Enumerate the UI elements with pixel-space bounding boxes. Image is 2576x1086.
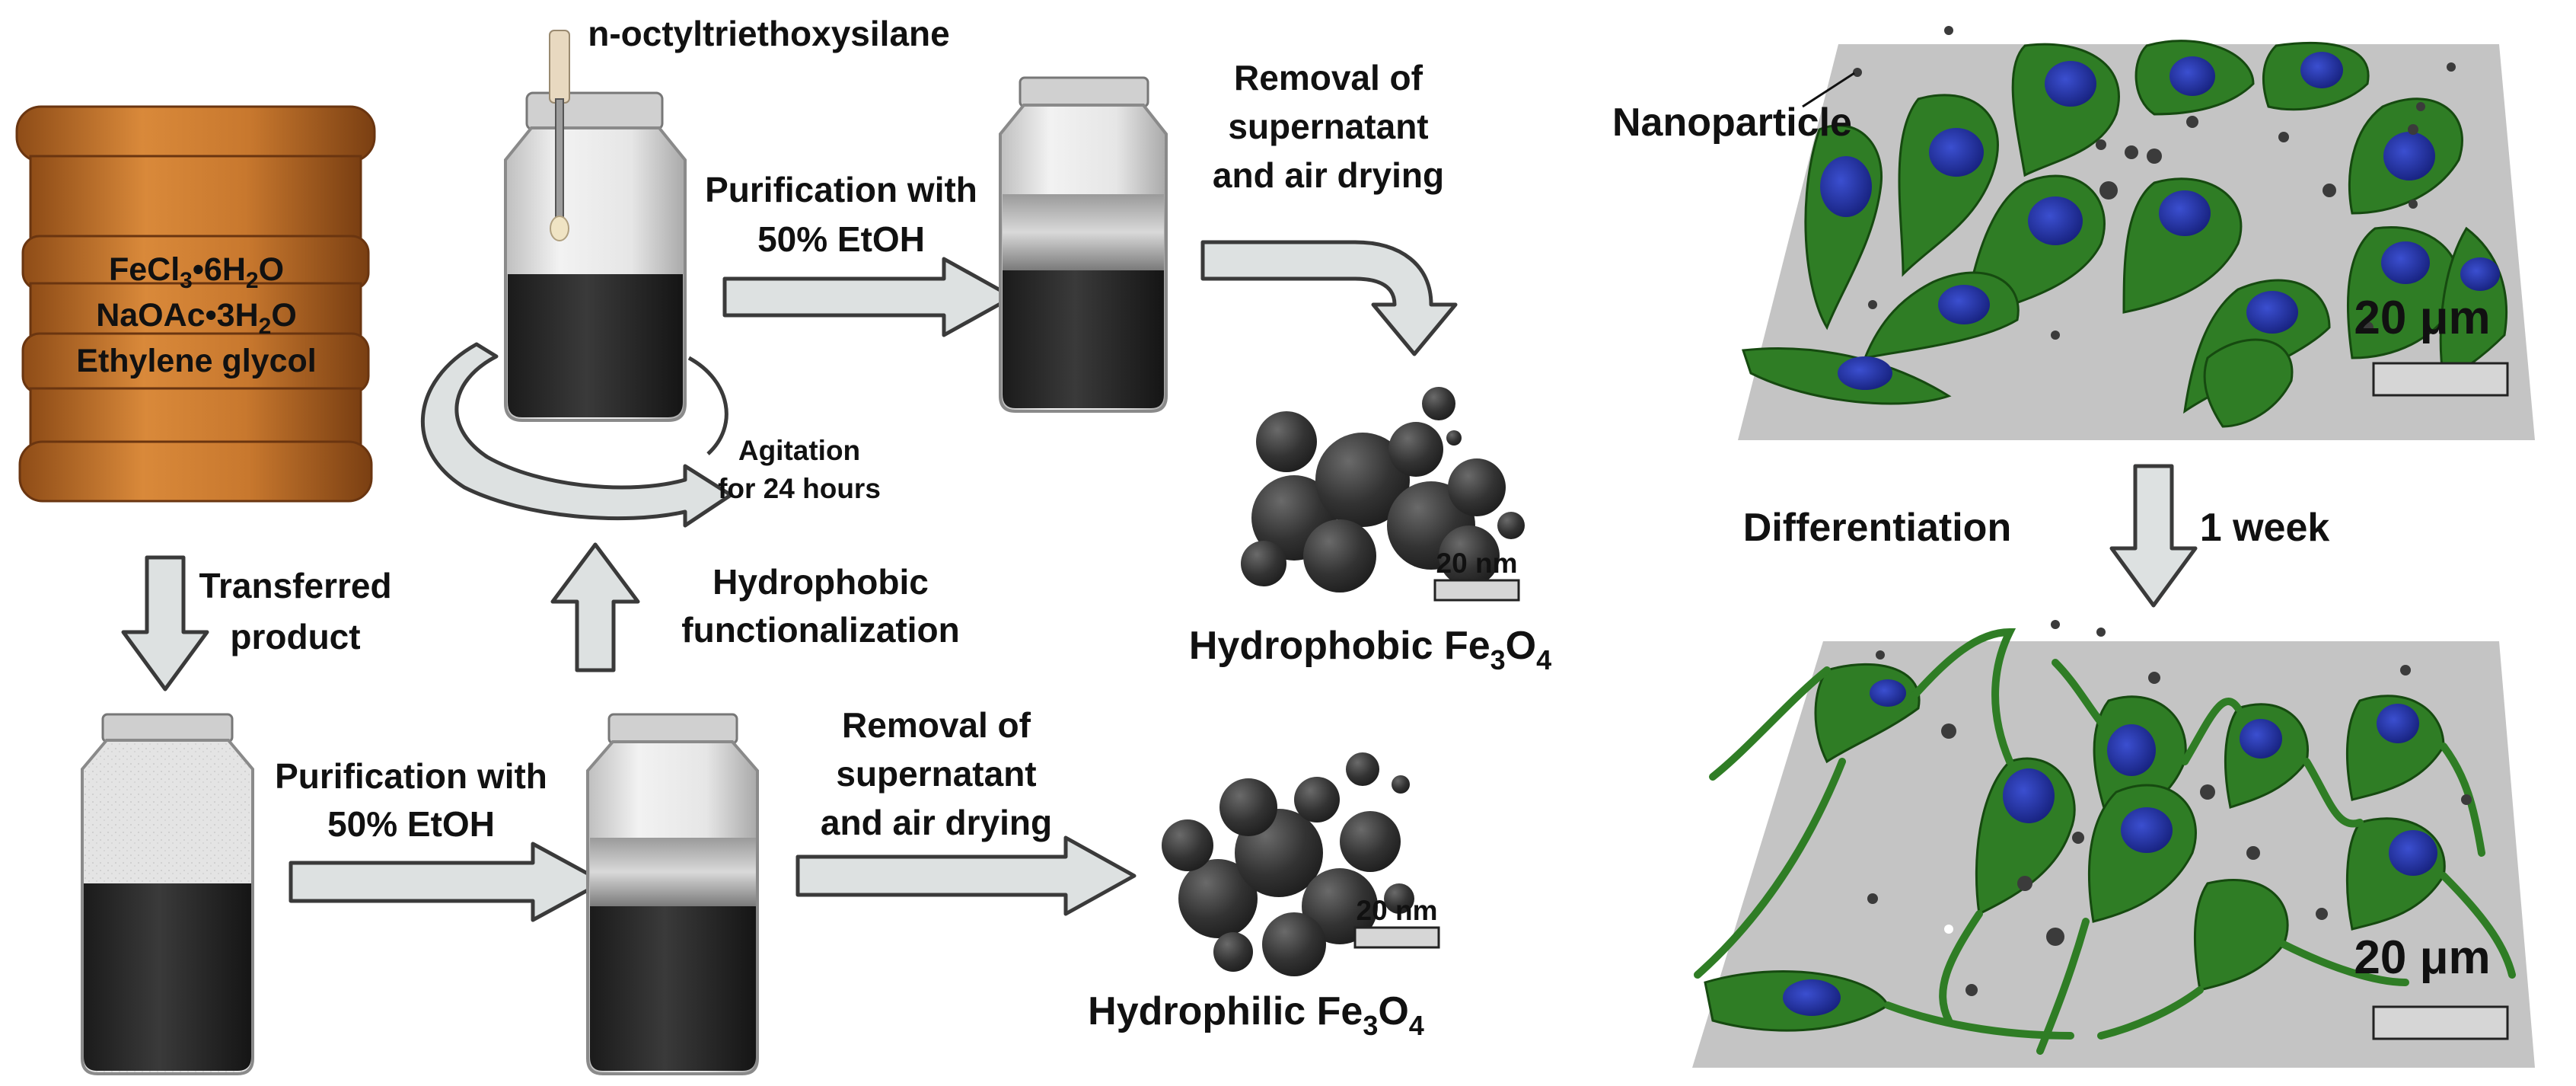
hydrophobic-func-line1: Hydrophobic: [713, 562, 929, 602]
removal-bottom-arrow: [795, 835, 1137, 916]
removal-bottom-line1: Removal of: [842, 705, 1031, 745]
transferred-label-line1: Transferred: [199, 566, 391, 605]
scale-label-um-bottom: 20 μm: [2354, 931, 2490, 984]
removal-top-curved-arrow: [1200, 240, 1458, 356]
purification-top-line2: 50% EtOH: [757, 219, 925, 259]
removal-top-line1: Removal of: [1234, 58, 1423, 97]
differentiation-arrow: [2109, 464, 2198, 608]
nanoparticle-label: Nanoparticle: [1612, 101, 1852, 145]
removal-top-line3: and air drying: [1213, 155, 1444, 195]
scale-bar-um-top: [2372, 362, 2509, 397]
container-label-line1: FeCl3•6H2O: [109, 251, 284, 293]
purification-top-line1: Purification with: [705, 170, 977, 209]
hydrophilic-particle-cluster: [1162, 752, 1414, 976]
purification-bottom-line2: 50% EtOH: [327, 804, 495, 844]
cell-culture-top: [1738, 26, 2535, 440]
precursor-container: FeCl3•6H2O NaOAc•3H2O Ethylene glycol: [15, 105, 376, 503]
vial-purified-top: [999, 76, 1168, 413]
removal-bottom-line3: and air drying: [821, 803, 1052, 842]
purification-top-arrow: [722, 257, 1015, 337]
cell-culture-bottom: [1692, 620, 2535, 1068]
hydrophobic-particle-cluster: [1241, 387, 1525, 593]
hydrophilic-product-label: Hydrophilic Fe3O4: [1088, 989, 1424, 1041]
vial-silane-treatment: [504, 91, 687, 422]
agitation-line1: Agitation: [738, 435, 860, 466]
vial-purified-bottom: [586, 713, 759, 1075]
pipette-icon: [549, 30, 570, 241]
functionalization-arrow: [550, 542, 640, 672]
container-label-line2: NaOAc•3H2O: [96, 297, 297, 339]
scale-label-nm-top: 20 nm: [1436, 548, 1518, 579]
scale-bar-nm-bottom: [1353, 926, 1440, 949]
agitation-circular-arrow: [420, 342, 733, 528]
silane-label: n-octyltriethoxysilane: [588, 14, 949, 53]
transfer-arrow: [121, 555, 209, 692]
nanoparticle-pointer: [1802, 72, 1855, 108]
hydrophobic-func-line2: functionalization: [681, 610, 959, 650]
scale-bar-nm-top: [1433, 579, 1520, 602]
scale-label-um-top: 20 μm: [2354, 292, 2490, 344]
scale-bar-um-bottom: [2372, 1005, 2509, 1040]
scale-label-nm-bottom: 20 nm: [1357, 895, 1438, 926]
transferred-label-line2: product: [230, 617, 360, 656]
one-week-label: 1 week: [2200, 506, 2330, 550]
hydrophobic-product-label: Hydrophobic Fe3O4: [1189, 624, 1551, 676]
purification-bottom-line1: Purification with: [275, 756, 547, 796]
agitation-arc-right: [687, 356, 728, 455]
differentiation-label: Differentiation: [1743, 506, 2011, 550]
vial-transferred-product: [81, 713, 254, 1075]
removal-bottom-line2: supernatant: [836, 754, 1036, 794]
purification-bottom-arrow: [289, 842, 605, 922]
container-label-line3: Ethylene glycol: [76, 343, 316, 379]
removal-top-line2: supernatant: [1228, 107, 1428, 146]
agitation-line2: for 24 hours: [718, 473, 881, 504]
